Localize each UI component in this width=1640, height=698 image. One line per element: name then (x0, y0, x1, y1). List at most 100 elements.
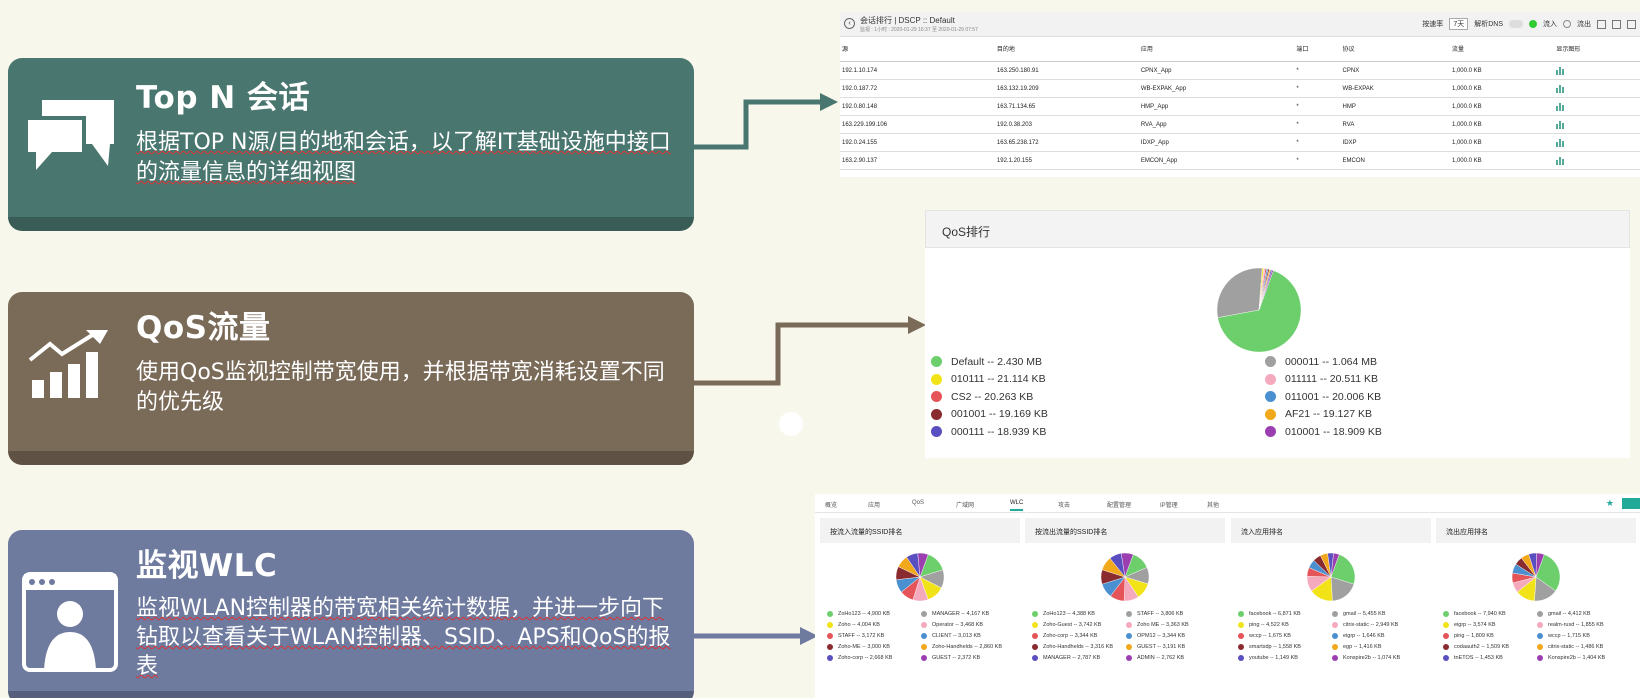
legend-item[interactable]: wccp -- 1,675 KB (1238, 630, 1301, 641)
dns-toggle[interactable] (1509, 20, 1523, 28)
legend-item[interactable]: 011111 -- 20.511 KB (1265, 371, 1382, 389)
export-icon[interactable] (1612, 19, 1621, 29)
legend-item[interactable]: youtube -- 1,149 KB (1238, 652, 1301, 663)
add-widget-button[interactable] (1622, 498, 1640, 509)
graph-cell[interactable] (1554, 61, 1640, 80)
legend-item[interactable]: eigrp -- 1,646 KB (1332, 630, 1400, 641)
widget-pie-slice[interactable] (1330, 552, 1340, 578)
legend-item[interactable]: 000111 -- 18.939 KB (931, 423, 1048, 441)
back-icon[interactable]: ‹ (844, 18, 855, 29)
legend-item[interactable]: egp -- 1,416 KB (1332, 641, 1400, 652)
legend-item[interactable]: Zoho-corp -- 2,668 KB (827, 652, 892, 663)
legend-item[interactable]: ping -- 1,809 KB (1443, 630, 1509, 641)
legend-item[interactable]: Zoho ME -- 3,363 KB (1126, 619, 1189, 630)
legend-item[interactable]: 011001 -- 20.006 KB (1265, 388, 1382, 406)
graph-cell[interactable] (1554, 151, 1640, 170)
legend-item[interactable]: MANAGER -- 4,167 KB (921, 608, 1002, 619)
legend-item[interactable]: Zoho-ME -- 3,000 KB (827, 641, 892, 652)
legend-item[interactable]: gmail -- 5,455 KB (1332, 608, 1400, 619)
qos-pie-slice[interactable] (1217, 270, 1302, 353)
legend-item[interactable]: Konspire2b -- 1,404 KB (1537, 652, 1605, 663)
mini-bar-chart-icon[interactable] (1556, 156, 1565, 165)
tab-2[interactable]: QoS (912, 500, 925, 506)
legend-item[interactable]: smartsdp -- 1,558 KB (1238, 641, 1301, 652)
tab-6[interactable]: 配置管理 (1107, 503, 1132, 509)
legend-item[interactable]: 010001 -- 18.909 KB (1265, 423, 1382, 441)
legend-item[interactable]: STAFF -- 3,806 KB (1126, 608, 1189, 619)
legend-item[interactable]: eigrp -- 3,574 KB (1443, 619, 1509, 630)
mini-bar-chart-icon[interactable] (1556, 66, 1565, 75)
column-header[interactable]: 源 (840, 37, 995, 62)
legend-item[interactable]: Zoho-Handhelds -- 2,860 KB (921, 641, 1002, 652)
widget-pie-chart[interactable] (895, 552, 945, 602)
out-radio[interactable] (1563, 20, 1571, 28)
graph-cell[interactable] (1554, 133, 1640, 152)
legend-item[interactable]: ping -- 4,522 KB (1238, 619, 1301, 630)
legend-item[interactable]: 001001 -- 19.169 KB (931, 406, 1048, 424)
legend-item[interactable]: Zoho-Guest -- 3,742 KB (1032, 619, 1113, 630)
legend-item[interactable]: GUEST -- 2,372 KB (921, 652, 1002, 663)
legend-item[interactable]: GUEST -- 3,191 KB (1126, 641, 1189, 652)
mini-bar-chart-icon[interactable] (1556, 138, 1565, 147)
widget-pie-slice[interactable] (1120, 552, 1134, 578)
qos-pie-slice[interactable] (1258, 269, 1274, 311)
widget-pie-slice[interactable] (1535, 554, 1561, 592)
widget-pie-slice[interactable] (917, 552, 929, 578)
graph-cell[interactable] (1554, 115, 1640, 134)
legend-item[interactable]: ZoHo123 -- 4,900 KB (827, 608, 892, 619)
tab-1[interactable]: 应用 (868, 503, 881, 509)
tab-4[interactable]: WLC (1010, 500, 1024, 511)
tab-3[interactable]: 广域网 (956, 503, 975, 509)
widget-pie-chart[interactable] (1306, 552, 1356, 602)
legend-item[interactable]: 000011 -- 1.064 MB (1265, 353, 1382, 371)
legend-item[interactable]: CS2 -- 20.263 KB (931, 388, 1048, 406)
legend-item[interactable]: facebook -- 7,940 KB (1443, 608, 1509, 619)
legend-item[interactable]: wccp -- 1,715 KB (1537, 630, 1605, 641)
legend-item[interactable]: STAFF -- 3,172 KB (827, 630, 892, 641)
widget-pie-chart[interactable] (1100, 552, 1150, 602)
column-header[interactable]: 应用 (1138, 37, 1295, 62)
widget-pie-chart[interactable] (1511, 552, 1561, 602)
legend-item[interactable]: realm-rusd -- 1,855 KB (1537, 619, 1605, 630)
mail-icon[interactable] (1597, 19, 1606, 29)
legend-item[interactable]: facebook -- 6,871 KB (1238, 608, 1301, 619)
column-header[interactable]: 目的地 (994, 37, 1139, 62)
tab-7[interactable]: IP管理 (1160, 503, 1178, 509)
legend-item[interactable]: CLIENT -- 3,013 KB (921, 630, 1002, 641)
legend-item[interactable]: Konspire2b -- 1,074 KB (1332, 652, 1400, 663)
legend-item[interactable]: gmail -- 4,412 KB (1537, 608, 1605, 619)
legend-item[interactable]: citrix-static -- 1,486 KB (1537, 641, 1605, 652)
mini-bar-chart-icon[interactable] (1556, 102, 1565, 111)
legend-item[interactable]: Zoho-corp -- 3,344 KB (1032, 630, 1113, 641)
favorite-star-icon[interactable]: ★ (1605, 498, 1614, 508)
legend-item[interactable]: AF21 -- 19.127 KB (1265, 406, 1382, 424)
column-header[interactable]: 流量 (1449, 37, 1555, 62)
graph-cell[interactable] (1554, 97, 1640, 116)
column-header[interactable]: 显示图形 (1554, 37, 1640, 62)
legend-item[interactable]: Zoho -- 4,004 KB (827, 619, 892, 630)
print-icon[interactable] (1627, 19, 1636, 29)
legend-item[interactable]: codaauth2 -- 1,509 KB (1443, 641, 1509, 652)
column-header[interactable]: 端口 (1294, 37, 1341, 62)
legend-item[interactable]: Zoho-Handhelds -- 3,316 KB (1032, 641, 1113, 652)
qos-pie-slice[interactable] (1216, 267, 1263, 318)
tab-0[interactable]: 概览 (825, 503, 838, 509)
graph-cell[interactable] (1554, 79, 1640, 98)
mini-bar-chart-icon[interactable] (1556, 84, 1565, 93)
legend-item[interactable]: 010111 -- 21.114 KB (931, 371, 1048, 389)
legend-item[interactable]: Operator -- 3,468 KB (921, 619, 1002, 630)
in-radio[interactable] (1529, 20, 1537, 28)
legend-item[interactable]: ZoHo123 -- 4,388 KB (1032, 608, 1113, 619)
tab-8[interactable]: 其他 (1207, 503, 1220, 509)
mini-bar-chart-icon[interactable] (1556, 120, 1565, 129)
period-select[interactable]: 7天 (1449, 18, 1469, 30)
widget-pie-slice[interactable] (1535, 552, 1545, 578)
legend-item[interactable]: MANAGER -- 2,787 KB (1032, 652, 1113, 663)
widget-pie-slice[interactable] (1330, 554, 1356, 585)
